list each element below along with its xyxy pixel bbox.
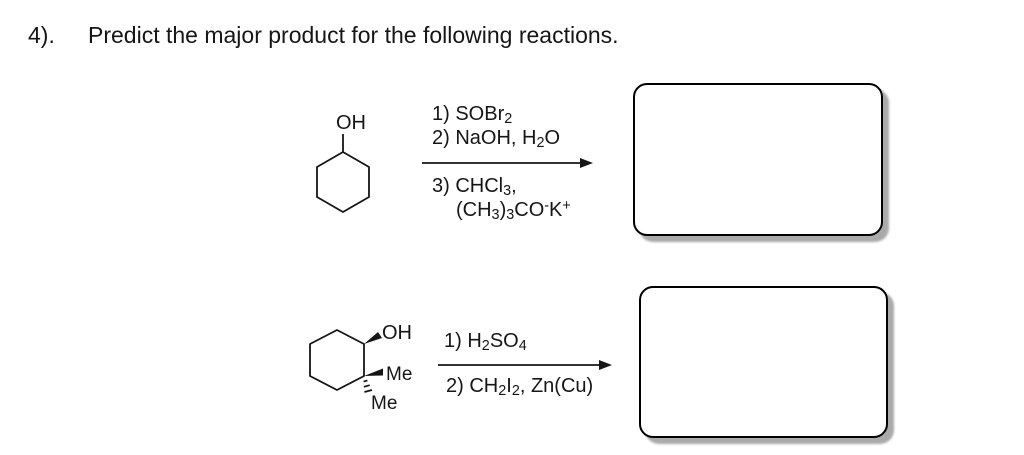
dimethylcyclohexanol-structure: OH Me Me <box>309 322 412 414</box>
me-label: Me <box>371 393 397 414</box>
me-wedge-bond <box>364 368 383 376</box>
reagent-line: 1) H2SO4 <box>444 330 527 355</box>
oh-label: OH <box>382 322 412 344</box>
reaction-arrow <box>422 158 593 168</box>
reagents-below-arrow: 2) CH2I2, Zn(Cu) <box>446 374 593 398</box>
me-hash-bond <box>363 379 373 393</box>
arrowhead-icon <box>580 158 593 168</box>
reagent-line: 1) SOBr2 <box>432 103 513 128</box>
reagent-line: 2) CH2I2, Zn(Cu) <box>446 375 594 400</box>
answer-box-1[interactable] <box>633 83 883 236</box>
answer-box-2[interactable] <box>639 286 888 438</box>
cyclohexane-ring <box>316 151 370 213</box>
cyclohexanol-structure: OH <box>316 112 370 213</box>
reagents-above-arrow: 1) H2SO4 <box>444 329 527 353</box>
cyclohexane-ring <box>309 329 365 391</box>
question-number: 4). <box>28 22 55 48</box>
reagents-above-arrow: 1) SOBr2 2) NaOH, H2O <box>432 102 560 150</box>
question-title: Predict the major product for the follow… <box>88 22 619 48</box>
me-label: Me <box>386 364 412 385</box>
reagent-line: (CH3)3CO-K+ <box>456 197 571 224</box>
reagent-line: 2) NaOH, H2O <box>432 127 561 152</box>
oh-wedge-bond <box>364 332 382 344</box>
arrowhead-icon <box>599 360 612 370</box>
reaction-arrow <box>438 360 612 370</box>
reagents-below-arrow: 3) CHCl3, (CH3)3CO-K+ <box>432 174 571 222</box>
reagent-line: 3) CHCl3, <box>432 175 517 200</box>
oh-label: OH <box>336 112 366 134</box>
